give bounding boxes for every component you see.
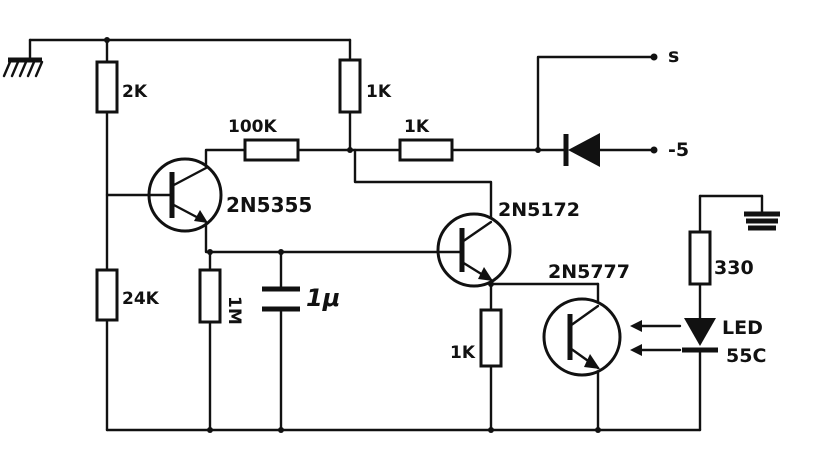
label-terminal-neg5: -5	[668, 139, 689, 161]
resistor-100k	[243, 138, 300, 162]
led	[682, 318, 718, 353]
label-330: 330	[714, 257, 754, 279]
label-1m: 1M	[224, 296, 244, 325]
label-1k-low: 1K	[450, 343, 476, 363]
resistor-1k-mid	[398, 138, 454, 162]
label-q3: 2N5777	[548, 261, 630, 283]
label-24k: 24K	[122, 289, 160, 309]
capacitor-1u	[262, 286, 300, 312]
ground-symbol-left	[2, 38, 44, 78]
terminal-neg5	[650, 146, 658, 154]
diode	[563, 133, 600, 167]
label-1u: 1μ	[306, 284, 340, 312]
resistor-2k	[95, 60, 119, 114]
label-100k: 100K	[228, 117, 277, 137]
resistor-1m	[198, 268, 222, 324]
light-arrows	[630, 320, 682, 356]
terminal-s	[650, 53, 658, 61]
wiring	[28, 38, 764, 432]
label-2k: 2K	[122, 82, 148, 102]
resistor-1k-top	[338, 58, 362, 114]
transistor-q1	[146, 157, 223, 233]
transistor-q3	[542, 297, 622, 377]
label-q2: 2N5172	[498, 199, 580, 221]
label-led: LED	[722, 317, 763, 339]
resistor-330	[688, 230, 712, 286]
label-1k-top: 1K	[366, 82, 392, 102]
label-terminal-s: s	[668, 45, 679, 67]
ground-symbol-right	[744, 194, 780, 231]
transistor-q2	[436, 212, 512, 288]
label-1k-mid: 1K	[404, 117, 430, 137]
resistor-24k	[95, 268, 119, 322]
label-q1: 2N5355	[226, 193, 312, 217]
label-led-part: 55C	[726, 345, 766, 367]
resistor-1k-low	[479, 308, 503, 368]
junction-dots	[104, 37, 601, 433]
